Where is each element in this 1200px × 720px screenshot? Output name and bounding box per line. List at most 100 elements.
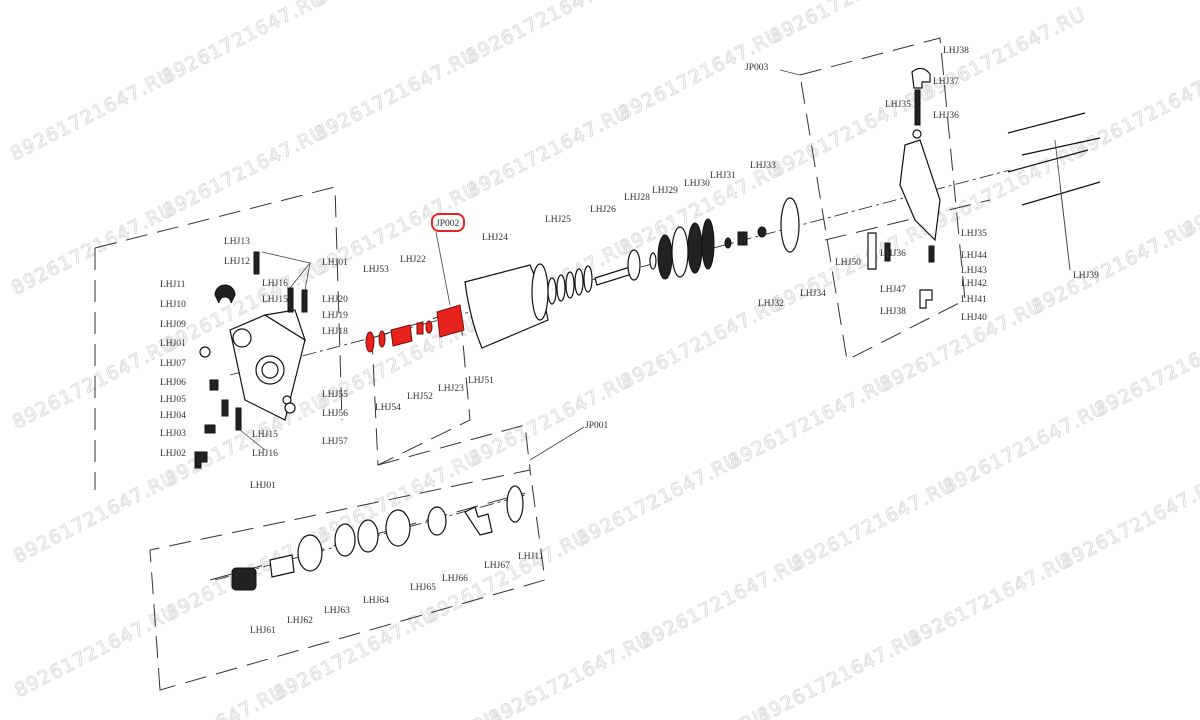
svg-text:89261721647.RU: 89261721647.RU	[158, 0, 328, 88]
svg-text:89261721647.RU: 89261721647.RU	[1179, 140, 1200, 241]
label-lhj65[interactable]: LHJ65	[410, 583, 436, 593]
label-lhj42[interactable]: LHJ42	[961, 279, 987, 289]
svg-text:89261721647.RU: 89261721647.RU	[940, 397, 1110, 498]
label-lhj35[interactable]: LHJ35	[885, 100, 911, 110]
piston-rod-part	[594, 249, 657, 286]
label-jp003[interactable]: JP003	[745, 63, 768, 73]
label-lhj22[interactable]: LHJ22	[400, 255, 426, 265]
label-lhj11[interactable]: LHJ11	[518, 552, 544, 562]
part-labels: JP002 JP003 JP001 LHJ13 LHJ12 LHJ11 LHJ1…	[160, 46, 1099, 636]
label-lhj35[interactable]: LHJ35	[961, 229, 987, 239]
label-lhj19[interactable]: LHJ19	[322, 311, 348, 321]
label-lhj63[interactable]: LHJ63	[324, 606, 350, 616]
cylinder-part	[464, 263, 549, 349]
label-lhj36[interactable]: LHJ36	[880, 249, 906, 259]
leader-lines	[239, 69, 1071, 461]
label-lhj01[interactable]: LHJ01	[322, 258, 348, 268]
label-lhj47[interactable]: LHJ47	[880, 285, 906, 295]
label-lhj61[interactable]: LHJ61	[250, 626, 276, 636]
label-lhj01[interactable]: LHJ01	[160, 339, 186, 349]
valve-block-part	[194, 251, 308, 469]
label-jp002[interactable]: JP002	[436, 219, 459, 229]
label-lhj41[interactable]: LHJ41	[961, 295, 987, 305]
label-lhj57[interactable]: LHJ57	[322, 437, 348, 447]
label-lhj26[interactable]: LHJ26	[590, 205, 616, 215]
svg-text:89261721647.RU: 89261721647.RU	[8, 198, 178, 299]
label-lhj52[interactable]: LHJ52	[407, 392, 433, 402]
label-lhj25[interactable]: LHJ25	[545, 215, 571, 225]
label-lhj39[interactable]: LHJ39	[1073, 271, 1099, 281]
label-lhj66[interactable]: LHJ66	[442, 574, 468, 584]
label-jp001[interactable]: JP001	[585, 421, 608, 431]
label-lhj62[interactable]: LHJ62	[287, 616, 313, 626]
label-lhj32[interactable]: LHJ32	[758, 299, 784, 309]
jp001-parts	[231, 485, 524, 591]
label-lhj56[interactable]: LHJ56	[322, 409, 348, 419]
label-lhj06[interactable]: LHJ06	[160, 378, 186, 388]
label-lhj44[interactable]: LHJ44	[961, 251, 987, 261]
label-lhj24[interactable]: LHJ24	[482, 233, 508, 243]
svg-text:89261721647.RU: 89261721647.RU	[463, 101, 633, 202]
svg-text:89261721647.RU: 89261721647.RU	[725, 372, 895, 473]
label-lhj37[interactable]: LHJ37	[933, 77, 959, 87]
svg-text:89261721647.RU: 89261721647.RU	[311, 44, 481, 145]
mounting-plate-part	[867, 67, 1101, 309]
label-lhj18[interactable]: LHJ18	[322, 327, 348, 337]
label-lhj01[interactable]: LHJ01	[250, 481, 276, 491]
label-lhj64[interactable]: LHJ64	[363, 596, 389, 606]
svg-text:89261721647.RU: 89261721647.RU	[766, 0, 936, 48]
svg-text:89261721647.RU: 89261721647.RU	[754, 626, 924, 720]
svg-text:89261721647.RU: 89261721647.RU	[1071, 60, 1200, 161]
jp002-highlighted-parts	[365, 304, 465, 353]
label-lhj07[interactable]: LHJ07	[160, 359, 186, 369]
label-lhj30[interactable]: LHJ30	[684, 179, 710, 189]
label-lhj15[interactable]: LHJ15	[262, 295, 288, 305]
label-lhj54[interactable]: LHJ54	[375, 403, 401, 413]
label-lhj09[interactable]: LHJ09	[160, 320, 186, 330]
svg-text:89261721647.RU: 89261721647.RU	[11, 601, 181, 702]
label-lhj34[interactable]: LHJ34	[800, 289, 826, 299]
svg-text:89261721647.RU: 89261721647.RU	[161, 389, 331, 490]
label-lhj33[interactable]: LHJ33	[750, 161, 776, 171]
label-lhj51[interactable]: LHJ51	[468, 376, 494, 386]
label-lhj10[interactable]: LHJ10	[160, 300, 186, 310]
label-lhj36[interactable]: LHJ36	[933, 111, 959, 121]
label-lhj43[interactable]: LHJ43	[961, 266, 987, 276]
label-lhj67[interactable]: LHJ67	[484, 561, 510, 571]
label-lhj53[interactable]: LHJ53	[363, 265, 389, 275]
label-lhj03[interactable]: LHJ03	[160, 429, 186, 439]
label-lhj20[interactable]: LHJ20	[322, 295, 348, 305]
label-lhj50[interactable]: LHJ50	[835, 258, 861, 268]
label-lhj29[interactable]: LHJ29	[652, 186, 678, 196]
svg-text:89261721647.RU: 89261721647.RU	[615, 24, 785, 125]
spring-part	[547, 265, 593, 305]
svg-text:89261721647.RU: 89261721647.RU	[334, 705, 504, 720]
label-lhj16[interactable]: LHJ16	[262, 279, 288, 289]
label-lhj31[interactable]: LHJ31	[710, 171, 736, 181]
piston-assembly-part	[657, 197, 800, 280]
label-lhj05[interactable]: LHJ05	[160, 395, 186, 405]
svg-text:89261721647.RU: 89261721647.RU	[310, 0, 480, 11]
label-lhj15[interactable]: LHJ15	[252, 430, 278, 440]
svg-text:89261721647.RU: 89261721647.RU	[1028, 217, 1198, 318]
svg-text:89261721647.RU: 89261721647.RU	[905, 549, 1075, 650]
label-lhj11[interactable]: LHJ11	[160, 280, 186, 290]
svg-text:89261721647.RU: 89261721647.RU	[159, 121, 329, 222]
label-lhj04[interactable]: LHJ04	[160, 411, 186, 421]
jp002-highlight-box	[431, 213, 465, 232]
label-lhj16[interactable]: LHJ16	[252, 449, 278, 459]
label-lhj40[interactable]: LHJ40	[961, 313, 987, 323]
label-lhj38[interactable]: LHJ38	[943, 46, 969, 56]
svg-text:89261721647.RU: 89261721647.RU	[119, 680, 289, 720]
label-lhj38[interactable]: LHJ38	[880, 307, 906, 317]
label-lhj28[interactable]: LHJ28	[624, 193, 650, 203]
label-lhj02[interactable]: LHJ02	[160, 449, 186, 459]
label-lhj23[interactable]: LHJ23	[438, 384, 464, 394]
label-lhj12[interactable]: LHJ12	[224, 257, 250, 267]
label-lhj13[interactable]: LHJ13	[224, 237, 250, 247]
svg-text:89261721647.RU: 89261721647.RU	[637, 551, 807, 652]
svg-text:89261721647.RU: 89261721647.RU	[462, 0, 632, 68]
label-lhj55[interactable]: LHJ55	[322, 390, 348, 400]
svg-text:89261721647.RU: 89261721647.RU	[485, 628, 655, 720]
